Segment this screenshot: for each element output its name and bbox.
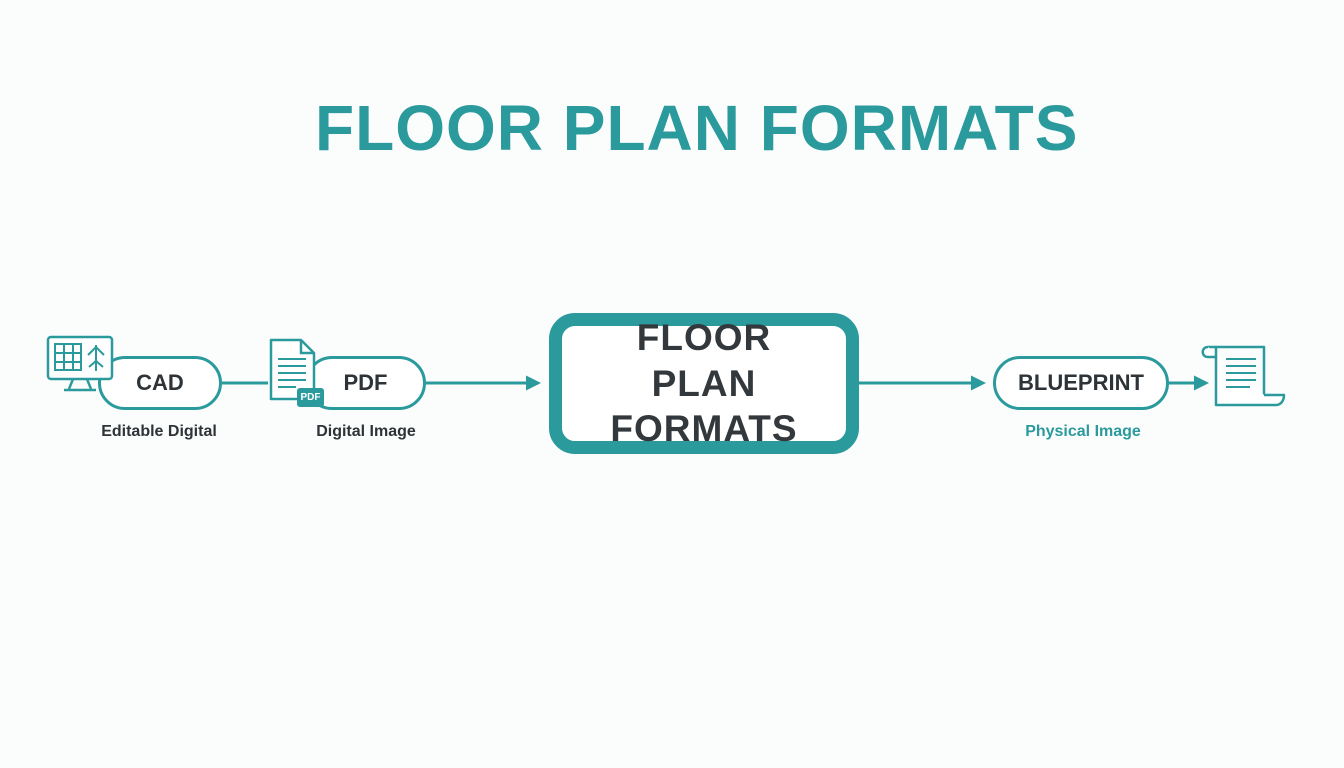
blueprint-node: BLUEPRINT (993, 356, 1169, 410)
monitor-floorplan-icon (46, 335, 114, 392)
diagram-title: FLOOR PLAN FORMATS (315, 92, 1079, 164)
center-label: FLOOR PLAN FORMATS (610, 317, 798, 450)
center-node: FLOOR PLAN FORMATS (549, 313, 859, 454)
blueprint-label: BLUEPRINT (1018, 370, 1144, 395)
scroll-document-icon (1201, 345, 1286, 407)
pdf-icon-tag: PDF (297, 388, 324, 407)
pdf-caption: Digital Image (316, 423, 416, 440)
pdf-label: PDF (343, 370, 388, 395)
blueprint-caption: Physical Image (1025, 423, 1141, 440)
cad-label: CAD (136, 370, 184, 395)
cad-caption: Editable Digital (101, 423, 217, 440)
pdf-document-icon (269, 338, 316, 401)
cad-node: CAD (98, 356, 222, 410)
pdf-node: PDF (305, 356, 426, 410)
